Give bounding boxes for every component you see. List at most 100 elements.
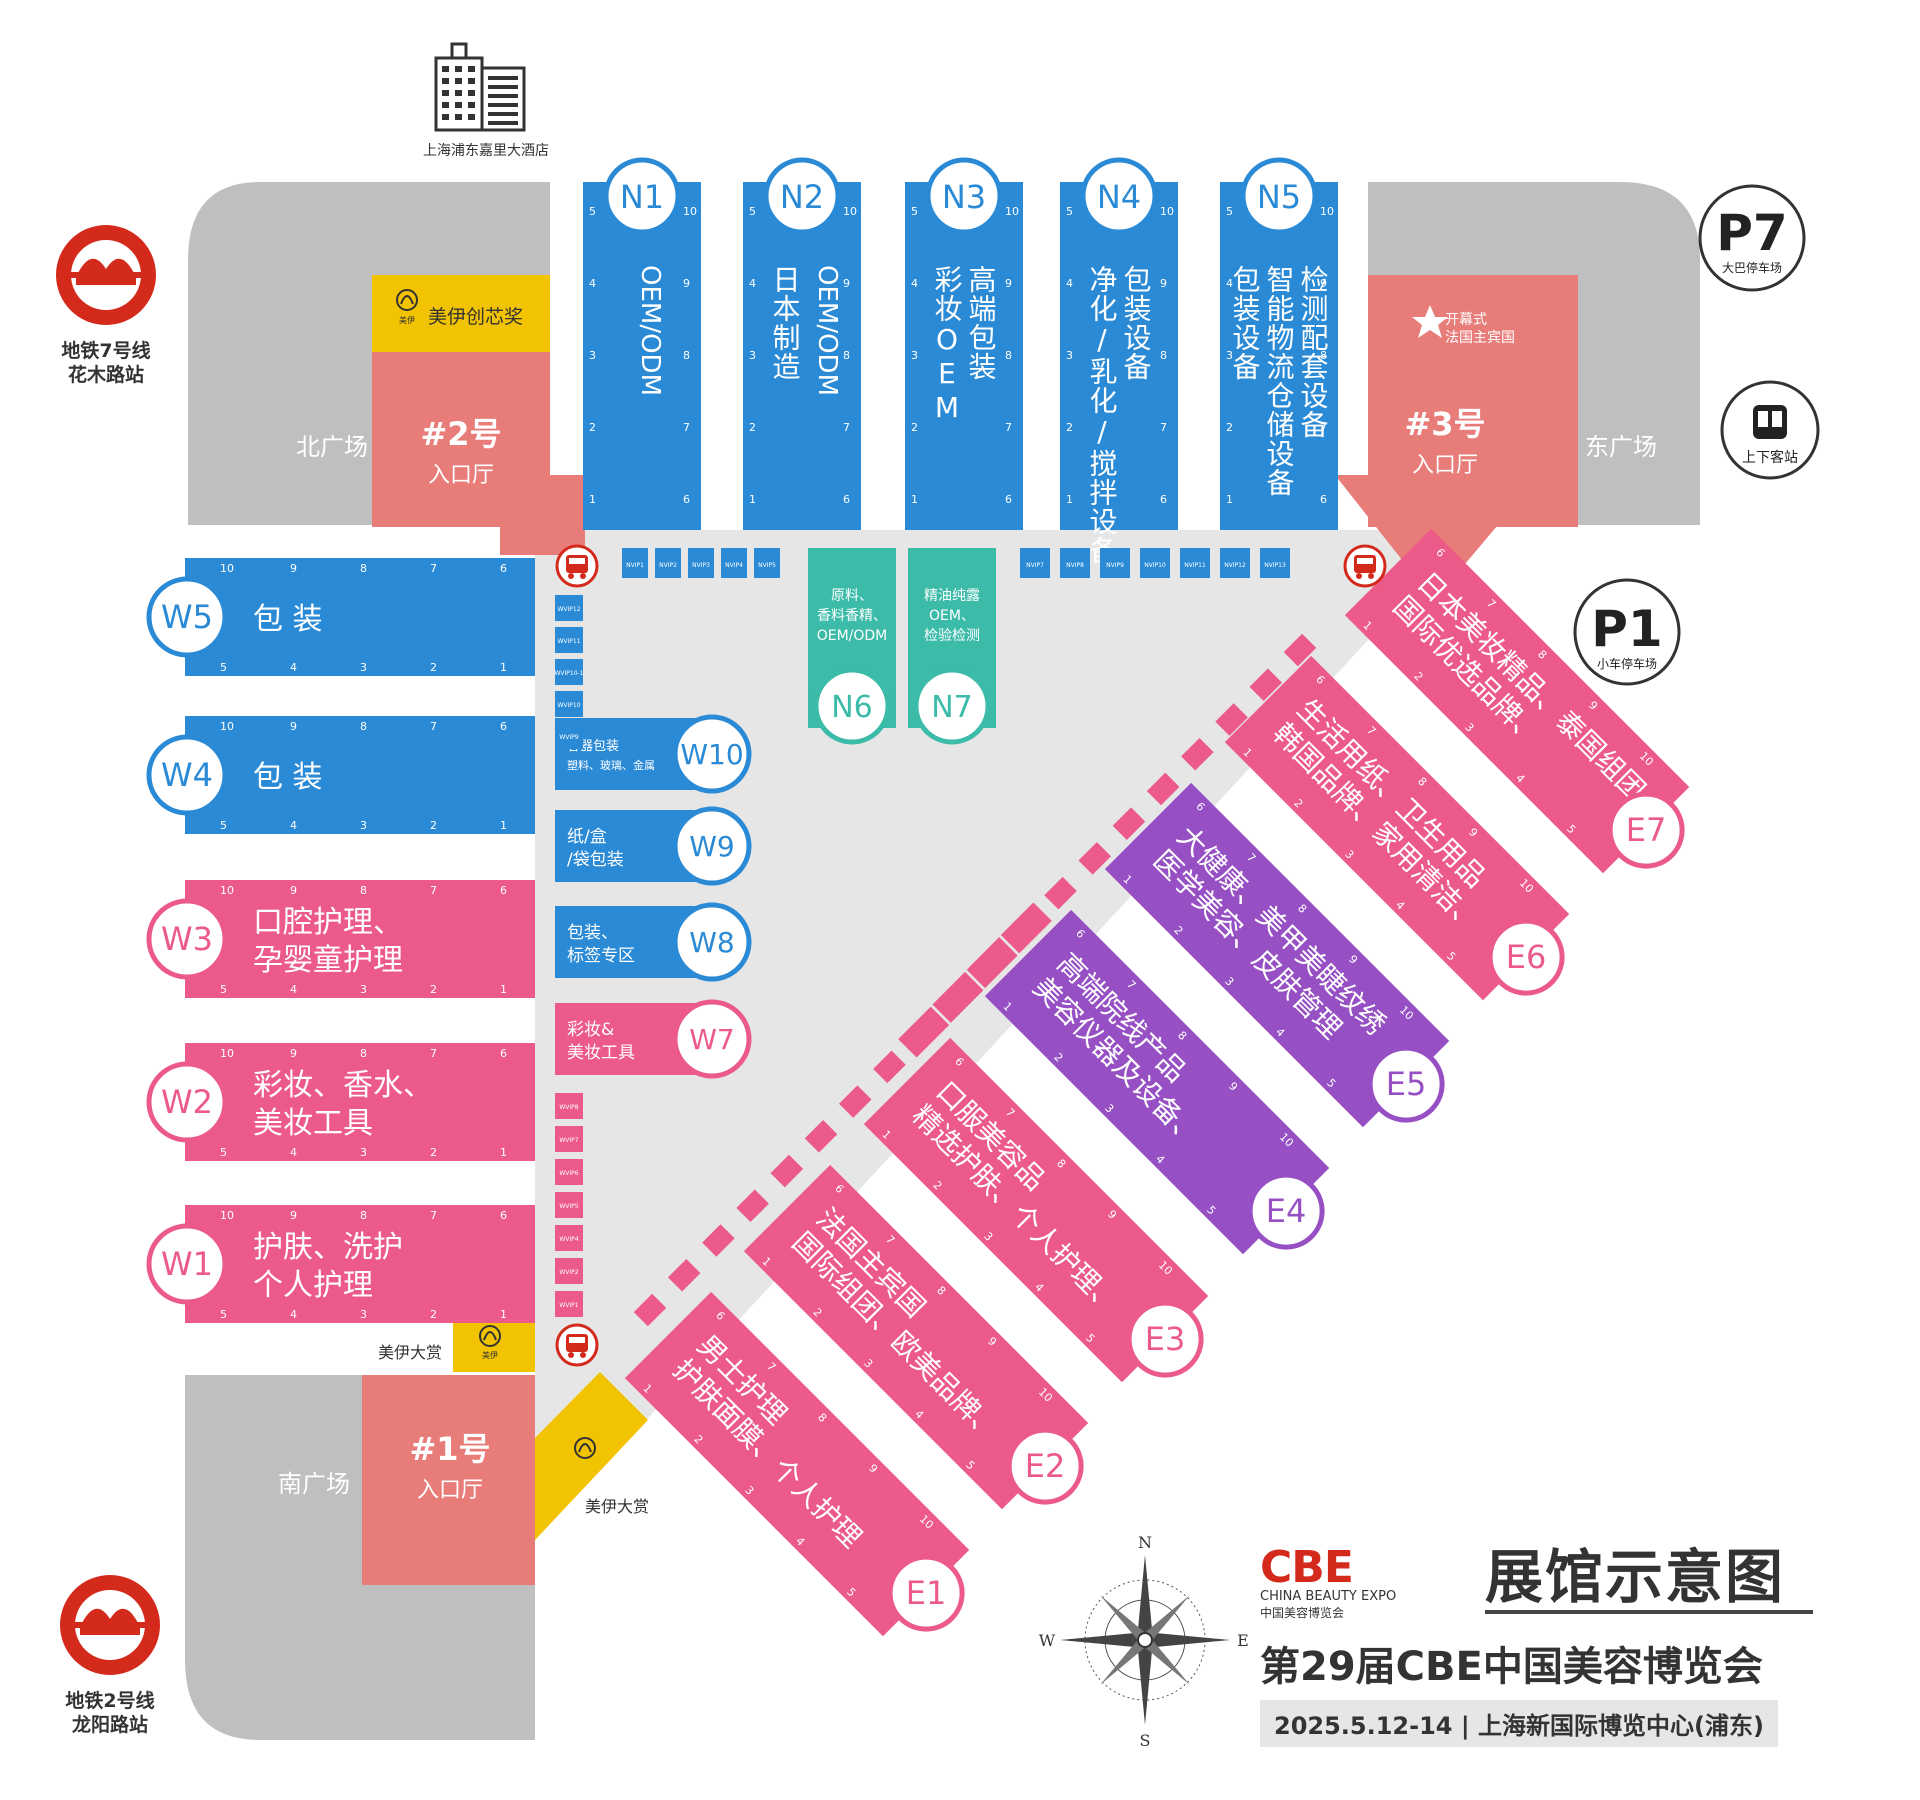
hall-n2-block: [743, 182, 861, 530]
vip-room[interactable]: WVIP8: [555, 1093, 583, 1119]
vip-label: WVIP12: [557, 606, 580, 613]
hall-e4-badge[interactable]: E4: [1247, 1172, 1325, 1250]
hall-e3-badge[interactable]: E3: [1126, 1300, 1204, 1378]
vip-block: [622, 548, 648, 578]
vip-label: NVIP12: [1224, 562, 1246, 569]
booth-number: 7: [1005, 421, 1012, 434]
vip-label: WVIP5: [559, 1203, 578, 1210]
hall-e2-badge[interactable]: E2: [1006, 1427, 1084, 1505]
booth-number: 2: [1226, 421, 1233, 434]
booth-number: 5: [220, 661, 227, 674]
booth-number: 10: [843, 205, 857, 218]
hall-e6-badge[interactable]: E6: [1487, 918, 1565, 996]
hall-category: 精油纯露: [924, 588, 980, 604]
vip-room[interactable]: WVIP4: [555, 1225, 583, 1251]
vip-label: WVIP6: [559, 1170, 578, 1177]
vip-room[interactable]: WVIP7: [555, 1126, 583, 1152]
vip-room[interactable]: WVIP12: [555, 595, 583, 621]
vip-room[interactable]: WVIP10: [555, 691, 583, 717]
vip-room[interactable]: NVIP8: [1060, 548, 1090, 578]
booth-number: 1: [1226, 493, 1233, 506]
bus-station[interactable]: 上下客站: [1720, 380, 1820, 480]
booth-number: 9: [290, 1047, 297, 1060]
vip-room[interactable]: WVIP5: [555, 1192, 583, 1218]
hall-badge: [1126, 1300, 1204, 1378]
hall-e7-badge[interactable]: E7: [1607, 791, 1685, 869]
vip-room[interactable]: WVIP9: [555, 723, 583, 749]
booth-number: 3: [360, 1146, 367, 1159]
award-logo-text: 美伊: [482, 1350, 498, 1360]
vip-label: WVIP1: [559, 1302, 578, 1309]
vip-room[interactable]: NVIP10: [1140, 548, 1170, 578]
vip-room[interactable]: NVIP9: [1100, 548, 1130, 578]
vip-block: [1181, 737, 1214, 771]
hall-badge: [672, 714, 752, 794]
vip-label: NVIP8: [1066, 562, 1084, 569]
hall-e5-badge[interactable]: E5: [1367, 1045, 1445, 1123]
booth-number: 4: [290, 1308, 297, 1321]
vip-room[interactable]: NVIP2: [655, 548, 681, 578]
vip-block: [1215, 703, 1248, 736]
hall-code: E5: [1386, 1065, 1427, 1103]
hall-badge: [146, 1223, 228, 1305]
vip-room[interactable]: NVIP1: [622, 548, 648, 578]
booth-number: 6: [500, 1209, 507, 1222]
vip-room[interactable]: NVIP12: [1220, 548, 1250, 578]
vip-room[interactable]: NVIP4: [721, 548, 747, 578]
entrance-1-sub: 入口厅: [417, 1478, 483, 1503]
vip-room[interactable]: NVIP5: [754, 548, 780, 578]
vip-label: WVIP2: [559, 1269, 578, 1276]
booth-number: 4: [589, 277, 596, 290]
vip-room[interactable]: NVIP13: [1260, 548, 1290, 578]
booth-number: 2: [589, 421, 596, 434]
vip-label: NVIP4: [725, 562, 743, 569]
dashang-award-label-2: 美伊大赏: [585, 1497, 649, 1516]
vip-label: NVIP5: [758, 562, 776, 569]
booth-number: 10: [220, 562, 234, 575]
shuttle-bus-icon: [1343, 544, 1387, 588]
vip-room[interactable]: NVIP7: [1020, 548, 1050, 578]
vip-room[interactable]: NVIP11: [1180, 548, 1210, 578]
vip-room[interactable]: WVIP1: [555, 1291, 583, 1317]
vip-block: [838, 1085, 872, 1118]
booth-number: 1: [911, 493, 918, 506]
metro-line-label: 地铁7号线: [61, 339, 150, 362]
vip-block: [555, 691, 583, 717]
vip-room[interactable]: WVIP2: [555, 1258, 583, 1284]
vip-block: [1146, 772, 1180, 806]
hall-badge: [1607, 791, 1685, 869]
vip-room[interactable]: WVIP11: [555, 627, 583, 653]
booth-number: 2: [430, 1308, 437, 1321]
south-plaza-label: 南广场: [278, 1470, 350, 1498]
vip-block: [555, 1291, 583, 1317]
vip-room[interactable]: WVIP10-1: [554, 659, 584, 685]
vip-room[interactable]: WVIP6: [555, 1159, 583, 1185]
hall-e1-badge[interactable]: E1: [887, 1554, 965, 1632]
hall-badge: [1006, 1427, 1084, 1505]
hall-n4-block: [1060, 182, 1178, 530]
hall-code: N7: [931, 690, 973, 725]
hall-badge: [763, 157, 841, 235]
vip-room[interactable]: NVIP3: [688, 548, 714, 578]
hall-w9[interactable]: W9纸/盒/袋包装: [555, 806, 752, 886]
